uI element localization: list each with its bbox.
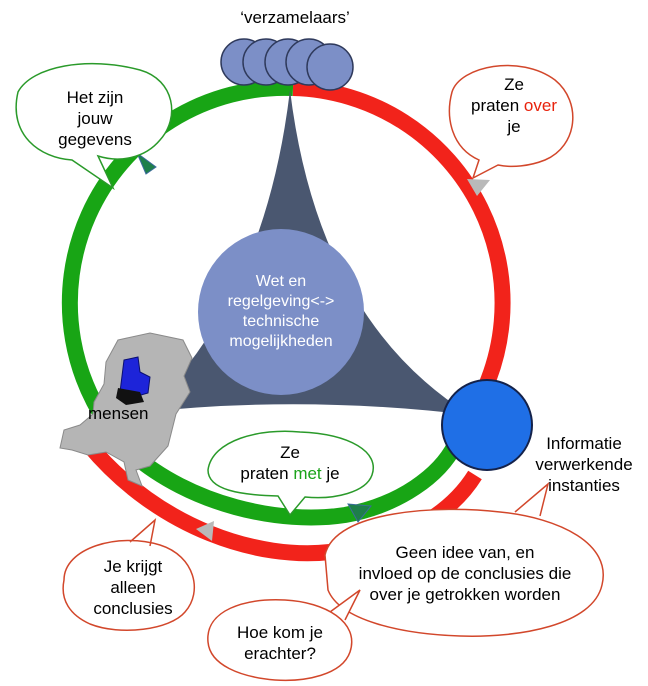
netherlands-map-icon <box>59 332 193 487</box>
your-data-line3: gegevens <box>58 130 132 149</box>
center-label-line3: technische <box>242 313 320 330</box>
your-data-line2: jouw <box>77 109 113 128</box>
institutions-icon <box>441 379 533 471</box>
bubble-no-idea-text: Geen idee van, en invloed op de conclusi… <box>330 542 600 605</box>
bubble-how-to-find-out <box>207 589 361 682</box>
institutions-label-line2: verwerkende <box>535 455 633 474</box>
red-ring-right-arc <box>292 80 511 435</box>
with-line2-end: je <box>321 464 340 483</box>
bubble-they-talk-about <box>448 64 574 180</box>
collectors-label-text: ‘verzamelaars’ <box>240 8 350 27</box>
bubble-your-data-text: Het zijn jouw gegevens <box>30 87 160 150</box>
no-idea-line1: Geen idee van, en <box>395 543 535 562</box>
conclusions-line2: alleen <box>110 578 156 597</box>
center-label-line2: regelgeving<-> <box>227 293 335 310</box>
how-line1: Hoe kom je <box>237 623 323 642</box>
arrow-icon-red-right <box>467 179 490 196</box>
arrow-icon-green-bottom <box>347 503 372 523</box>
bubble-only-conclusions-text: Je krijgt alleen conclusies <box>68 556 198 619</box>
institutions-label-line1: Informatie <box>546 434 622 453</box>
center-circle <box>198 229 364 395</box>
bubble-only-conclusions <box>62 517 196 631</box>
about-line2-text: praten <box>470 96 524 115</box>
bubble-your-data <box>15 62 173 191</box>
no-idea-line3: over je getrokken worden <box>369 585 561 604</box>
people-label-text: mensen <box>88 404 149 423</box>
collectors-icon <box>220 38 354 91</box>
how-line2: erachter? <box>244 644 316 663</box>
about-line3: je <box>507 117 521 136</box>
conclusions-line1: Je krijgt <box>103 557 163 576</box>
about-line2: praten over <box>455 95 573 116</box>
green-ring-left-arc <box>61 79 294 458</box>
conclusions-line3: conclusies <box>93 599 173 618</box>
bubble-they-talk-with-text: Ze praten met je <box>210 442 370 484</box>
bubble-they-talk-with <box>207 430 374 517</box>
bubble-they-talk-about-text: Ze praten over je <box>455 74 573 137</box>
your-data-line1: Het zijn <box>66 88 124 107</box>
about-keyword: over <box>523 96 557 115</box>
center-label: Wet en regelgeving<-> technische mogelij… <box>200 272 362 352</box>
institutions-label-line3: instanties <box>548 476 620 495</box>
green-ring-bottom-arc <box>124 441 463 526</box>
bubble-no-idea <box>324 481 604 637</box>
bubble-how-to-find-out-text: Hoe kom je erachter? <box>215 622 345 664</box>
arrow-icon-green-top <box>135 151 157 175</box>
people-label: mensen <box>88 403 178 424</box>
about-line1: Ze <box>504 75 524 94</box>
center-label-line4: mogelijkheden <box>229 333 333 350</box>
with-line1: Ze <box>280 443 300 462</box>
arrow-icon-red-bottom <box>196 521 214 541</box>
with-line2-text: praten <box>240 464 294 483</box>
with-line2: praten met je <box>210 463 370 484</box>
institutions-label: Informatie verwerkende instanties <box>528 433 640 496</box>
no-idea-line2: invloed op de conclusies die <box>358 564 572 583</box>
center-label-line1: Wet en <box>255 273 307 290</box>
collectors-label: ‘verzamelaars’ <box>210 7 380 28</box>
with-keyword: met <box>293 464 322 483</box>
